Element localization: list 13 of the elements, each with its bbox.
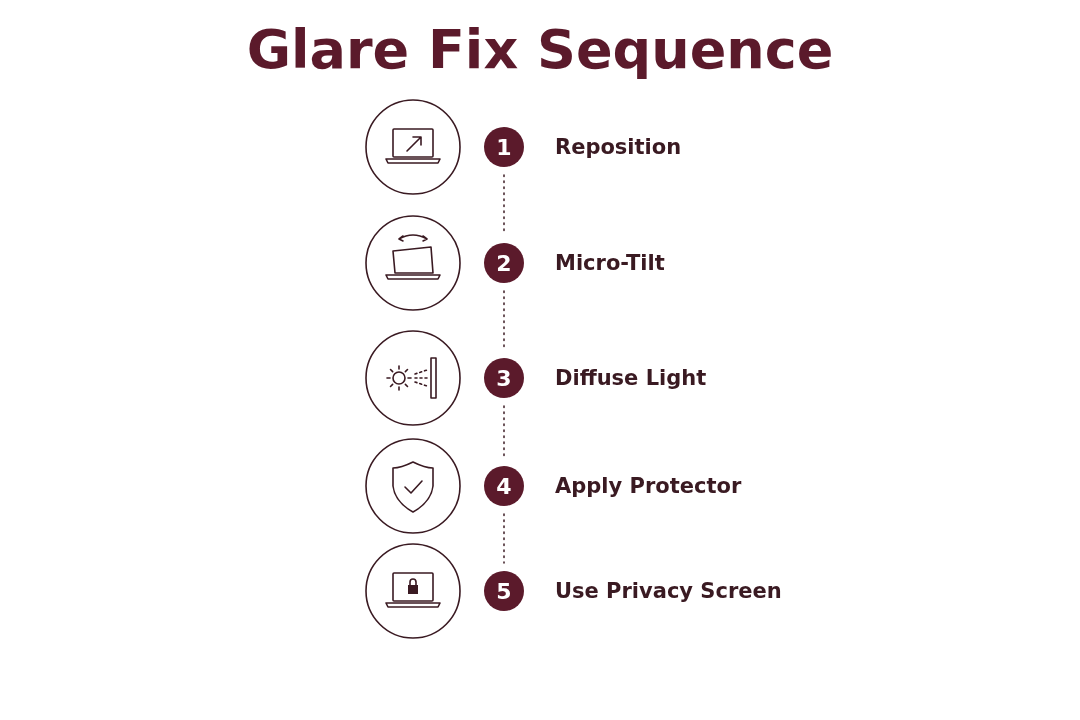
step-number: 1 [484, 127, 524, 167]
title: Glare Fix Sequence [246, 18, 834, 81]
step-label: Reposition [555, 135, 682, 159]
dotted-connector [503, 513, 505, 564]
step-label: Use Privacy Screen [555, 579, 782, 603]
step-number: 3 [484, 358, 524, 398]
step-label: Apply Protector [555, 474, 742, 498]
step-number: 2 [484, 243, 524, 283]
step-label: Diffuse Light [555, 366, 707, 390]
step-label: Micro-Tilt [555, 251, 665, 275]
step-number: 4 [484, 466, 524, 506]
step-number: 5 [484, 571, 524, 611]
dotted-connector [503, 405, 505, 459]
